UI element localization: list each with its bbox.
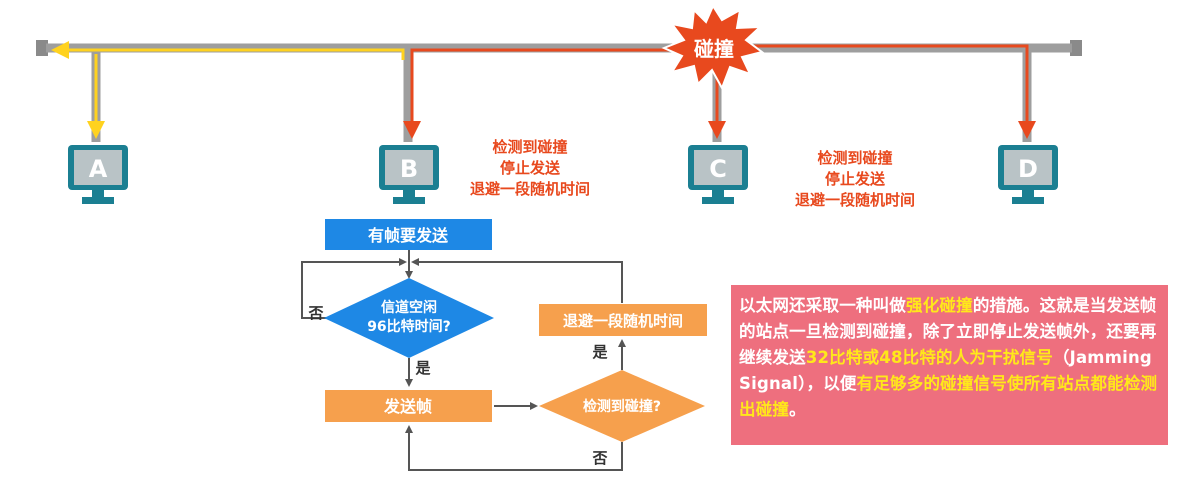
flowchart: 有帧要发送 信道空闲 96比特时间? 否 是 发送帧 检测到碰撞? 是 否 退避… [301,219,707,471]
flow-start-label: 有帧要发送 [368,226,449,245]
flow-start-box [325,219,492,250]
info-text: 的措施。这就是当发送帧的站点一旦检测到碰撞，除了立即停止发送帧外，还要再继续发送 [739,296,1157,367]
note-line: 检测到碰撞 [817,149,893,167]
note-line: 退避一段随机时间 [794,191,915,209]
flow-backoff-box [539,304,707,336]
flow-arrow-backoff [411,258,623,303]
station-c: C [688,145,748,204]
ethernet-bus [36,40,1082,56]
note-line: 停止发送 [824,170,885,188]
flow-backoff-label: 退避一段随机时间 [563,312,683,330]
station-b: B [379,145,439,204]
red-signal-to-b [403,48,717,139]
station-letter: C [709,155,727,183]
flow-yes1-label: 是 [414,359,431,377]
flow-send-box [325,390,492,422]
flow-no1-label: 否 [307,304,323,322]
bus-terminator-right [1070,40,1082,56]
yellow-signal-line [51,41,405,60]
info-text: 以太网还采取一种叫做 [739,296,906,315]
station-letter: D [1018,155,1038,183]
flow-decision2-label: 检测到碰撞? [583,398,661,415]
info-box: 以太网还采取一种叫做强化碰撞的措施。这就是当发送帧的站点一旦检测到碰撞，除了立即… [731,285,1168,445]
flow-decision-collision [539,370,705,442]
collision-burst-shape [661,3,765,91]
flow-decision-channel [324,278,494,358]
station-a: A [68,145,128,204]
collision-burst: 碰撞 [661,3,765,91]
flow-send-label: 发送帧 [383,397,432,416]
flow-decision1-line2: 96比特时间? [367,318,451,335]
drop-lines [91,48,1032,142]
station-d: D [998,145,1058,204]
red-signal-to-d [717,44,1036,139]
info-highlight: 有足够多的碰撞信号使所有站点都能检测出碰撞 [739,374,1158,419]
note-line: 退避一段随机时间 [469,180,590,198]
info-highlight: 32比特或48比特的人为干扰信号 [805,348,1053,367]
info-highlight: 强化碰撞 [906,296,973,315]
bus-terminator-left [36,40,48,56]
note-station-b: 检测到碰撞 停止发送 退避一段随机时间 [455,137,605,200]
flow-arrow-no1 [301,258,407,319]
info-text: （Jamming Signal），以便 [739,348,1152,393]
flow-no2-label: 否 [591,449,607,467]
collision-label: 碰撞 [694,37,734,61]
flow-decision1-line1: 信道空闲 [381,299,437,316]
station-letter: B [400,155,418,183]
flow-arrow-no2 [405,425,623,471]
note-line: 停止发送 [499,159,560,177]
yellow-signal [51,41,405,139]
info-text: 。 [789,400,806,419]
note-station-c: 检测到碰撞 停止发送 退避一段随机时间 [780,148,930,211]
station-letter: A [89,155,108,183]
note-line: 检测到碰撞 [492,138,568,156]
flow-yes2-label: 是 [591,343,608,361]
